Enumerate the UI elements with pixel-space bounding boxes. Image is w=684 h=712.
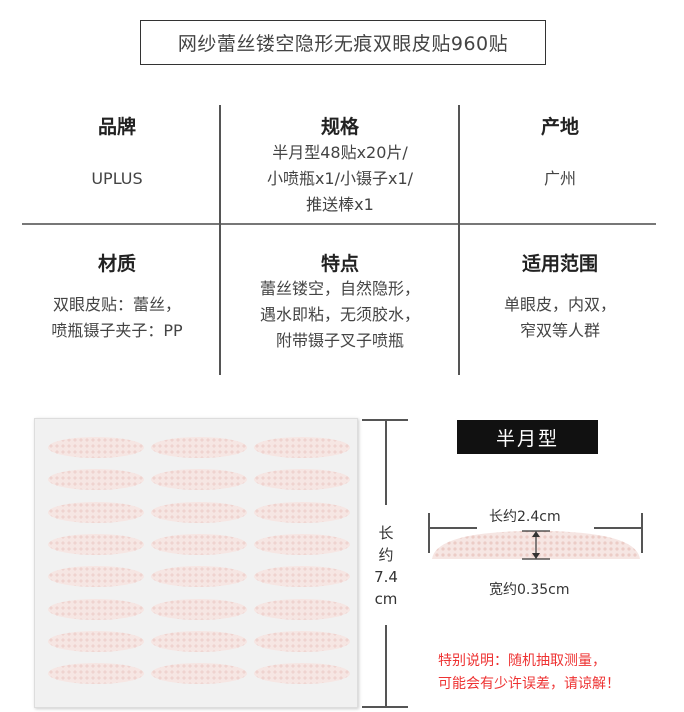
shape-badge: 半月型 (457, 420, 598, 454)
eyelid-sticker (254, 501, 350, 523)
table-divider (22, 223, 656, 225)
eyelid-sticker (151, 469, 247, 491)
eyelid-sticker (151, 663, 247, 685)
dimension-tick (641, 513, 643, 553)
width-label: 宽约0.35cm (489, 582, 570, 598)
eyelid-sticker (151, 533, 247, 555)
eyelid-sticker (254, 437, 350, 458)
table-divider (458, 105, 460, 375)
table-divider (219, 105, 221, 375)
eyelid-sticker (48, 469, 144, 491)
eyelid-sticker (48, 566, 144, 588)
eyelid-sticker (254, 630, 350, 652)
spec-label-spec: 规格 (320, 116, 360, 138)
dimension-line (385, 419, 387, 505)
eyelid-sticker (254, 566, 350, 588)
spec-value-suitable: 单眼皮，内双，窄双等人群 (503, 295, 617, 340)
spec-value-material: 双眼皮贴：蕾丝，喷瓶镊子夹子：PP (51, 295, 183, 340)
eyelid-sticker (151, 566, 247, 588)
eyelid-sticker (151, 501, 247, 523)
eyelid-sticker (151, 630, 247, 652)
eyelid-sticker (151, 598, 247, 620)
eyelid-sticker (254, 663, 350, 685)
dimension-line (594, 527, 642, 529)
spec-value-spec: 半月型48贴x20片/小喷瓶x1/小镊子x1/推送棒x1 (266, 143, 414, 214)
spec-label-suitable: 适用范围 (521, 253, 599, 275)
eyelid-sticker (48, 437, 144, 458)
eyelid-sticker (254, 469, 350, 491)
spec-label-origin: 产地 (540, 116, 580, 138)
eyelid-sticker (254, 533, 350, 555)
measurement-note: 特别说明：随机抽取测量，可能会有少许误差，请谅解！ (438, 653, 620, 692)
half-moon-shape-icon (432, 530, 640, 560)
spec-value-origin: 广州 (543, 169, 577, 188)
spec-label-brand: 品牌 (97, 116, 137, 138)
dimension-line (429, 527, 477, 529)
eyelid-sticker (48, 630, 144, 652)
length-label: 长约2.4cm (489, 509, 561, 525)
dimension-tick (428, 513, 430, 553)
spec-value-brand: UPLUS (91, 169, 143, 188)
eyelid-sticker (48, 501, 144, 523)
eyelid-sticker (151, 437, 247, 458)
product-title: 网纱蕾丝镂空隐形无痕双眼皮贴960贴 (140, 20, 546, 65)
spec-label-material: 材质 (97, 253, 137, 275)
eyelid-sticker (48, 663, 144, 685)
spec-value-features: 蕾丝镂空，自然隐形，遇水即粘，无须胶水，附带镊子叉子喷瓶 (259, 279, 421, 350)
eyelid-sticker (254, 598, 350, 620)
sticker-sheet-image (34, 418, 358, 708)
spec-label-features: 特点 (320, 253, 360, 275)
eyelid-sticker (48, 533, 144, 555)
eyelid-sticker (48, 598, 144, 620)
dimension-line (385, 625, 387, 707)
